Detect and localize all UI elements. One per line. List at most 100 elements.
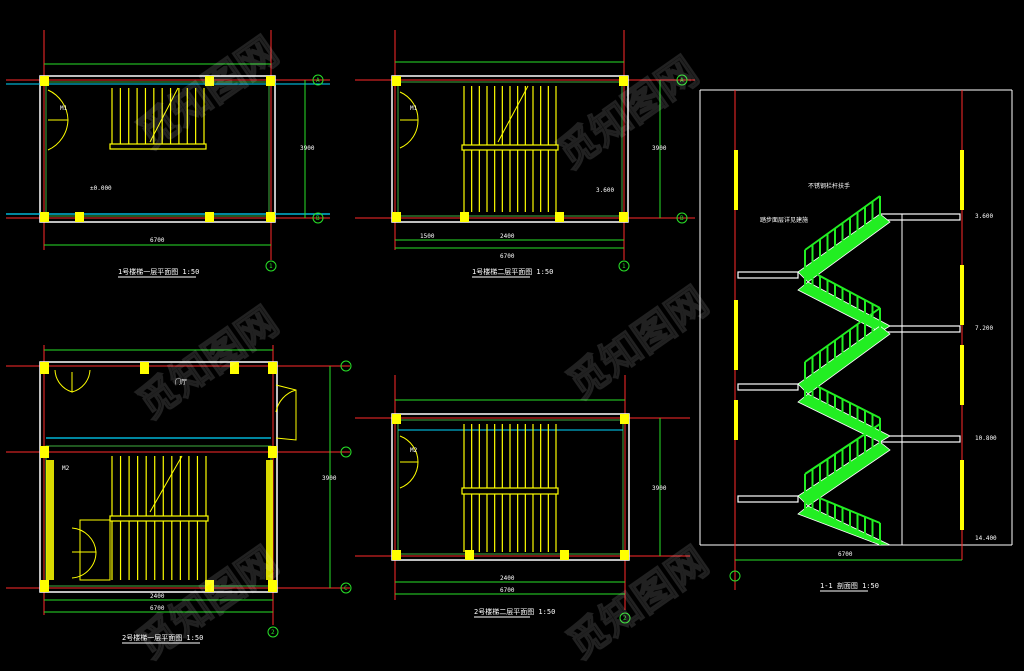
level-mark: 10.800 bbox=[975, 435, 997, 442]
door-code: M1 bbox=[60, 105, 68, 112]
door-swing bbox=[71, 527, 97, 579]
columns bbox=[40, 76, 275, 222]
axis-bubble bbox=[312, 74, 324, 86]
stair-landing bbox=[461, 144, 559, 151]
stair-landing bbox=[461, 487, 559, 495]
axis-bubble bbox=[618, 260, 630, 272]
side-dimension: 3900 bbox=[300, 145, 315, 152]
axis-bubble bbox=[340, 360, 352, 372]
door-code: M2 bbox=[62, 465, 70, 472]
elevation-mark: 3.600 bbox=[596, 187, 614, 194]
run-dimension: 2400 bbox=[500, 233, 515, 240]
run-dimension: 2400 bbox=[500, 575, 515, 582]
stair-well bbox=[79, 519, 111, 581]
tread-note: 踏步面层详见建施 bbox=[760, 216, 808, 224]
overall-dimension: 6700 bbox=[500, 253, 515, 260]
stair-treads bbox=[463, 86, 557, 212]
stair-treads bbox=[463, 424, 557, 552]
rail-note: 不锈钢栏杆扶手 bbox=[808, 182, 850, 190]
landing-dimension: 1500 bbox=[420, 233, 435, 240]
axis-label: B bbox=[316, 215, 320, 222]
level-mark: 7.200 bbox=[975, 325, 993, 332]
door-swing bbox=[275, 384, 297, 441]
wall-outline bbox=[391, 75, 629, 223]
handrail bbox=[804, 195, 881, 251]
inner-wall-outline bbox=[397, 419, 624, 555]
stair-landing bbox=[109, 143, 207, 150]
overall-dimension: 6700 bbox=[150, 237, 165, 244]
axis-bubble bbox=[676, 212, 688, 224]
window-band bbox=[266, 460, 273, 580]
watermark: 觅知图网 bbox=[129, 539, 286, 668]
overall-dimension: 6700 bbox=[150, 605, 165, 612]
door-swing bbox=[54, 369, 91, 393]
inner-wall-outline bbox=[45, 81, 270, 217]
drawing-title: 2号楼梯二层平面图 1:50 bbox=[474, 607, 555, 616]
drawing-title: 1号楼梯二层平面图 1:50 bbox=[472, 267, 553, 276]
axis-label: 2 bbox=[271, 629, 275, 636]
side-dimension: 3900 bbox=[322, 475, 337, 482]
door-swing bbox=[399, 435, 419, 489]
wall-outline bbox=[391, 413, 630, 561]
axis-label: B bbox=[680, 215, 684, 222]
watermark: 觅知图网 bbox=[559, 279, 716, 408]
axis-bubble bbox=[312, 212, 324, 224]
overall-dimension: 6700 bbox=[500, 587, 515, 594]
stair-plan-4: 2400 6700 3900 M2 2 2号楼梯二层平面图 1:50 bbox=[355, 375, 690, 624]
axis-bubble bbox=[676, 74, 688, 86]
stair-plan-3: 2400 6700 3900 门厅 M2 C 2 2号楼梯一层平面图 1:50 bbox=[6, 345, 352, 644]
axis-bubble bbox=[340, 582, 352, 594]
handrail bbox=[804, 491, 881, 524]
break-line bbox=[149, 455, 183, 513]
axis-label: 1 bbox=[269, 263, 273, 270]
stair-treads bbox=[111, 88, 205, 144]
stair-plan-2: 2400 1500 6700 3900 M1 3.600 A B 1 1号楼梯二… bbox=[355, 30, 695, 278]
window-band bbox=[46, 460, 54, 580]
level-mark: 14.400 bbox=[975, 535, 997, 542]
columns bbox=[392, 414, 629, 560]
door-swing bbox=[399, 91, 419, 149]
watermark: 觅知图网 bbox=[559, 539, 716, 668]
axis-label: 2 bbox=[623, 615, 627, 622]
drawing-title: 1-1 剖面图 1:50 bbox=[820, 581, 879, 590]
axis-bubble bbox=[729, 570, 741, 582]
handrail bbox=[804, 423, 881, 475]
handrail bbox=[804, 379, 881, 419]
door-code: M1 bbox=[410, 105, 418, 112]
axis-bubble bbox=[265, 260, 277, 272]
break-line bbox=[497, 85, 529, 143]
axis-label: 1 bbox=[622, 263, 626, 270]
room-label: 门厅 bbox=[175, 378, 187, 386]
stair-flights bbox=[797, 195, 891, 546]
columns bbox=[40, 362, 277, 592]
stair-treads bbox=[111, 456, 207, 580]
drawing-title: 2号楼梯一层平面图 1:50 bbox=[122, 633, 203, 642]
stair-section: 6700 3.600 7.200 10.800 14.400 不锈钢栏杆扶手 踏… bbox=[699, 89, 1013, 592]
axis-bubble bbox=[619, 612, 631, 624]
watermarks: 觅知图网 觅知图网 觅知图网 觅知图网 觅知图网 觅知图网 bbox=[129, 28, 718, 669]
wall-windows bbox=[734, 150, 964, 530]
handrail bbox=[804, 267, 881, 309]
overall-dimension: 6700 bbox=[838, 551, 853, 558]
watermark: 觅知图网 bbox=[129, 29, 286, 158]
handrail bbox=[804, 307, 881, 363]
break-line bbox=[149, 87, 179, 143]
side-dimension: 3900 bbox=[652, 485, 667, 492]
inner-wall-outline bbox=[397, 81, 623, 217]
elevation-mark: ±0.000 bbox=[90, 185, 112, 192]
axis-label: A bbox=[680, 77, 684, 84]
drawing-title: 1号楼梯一层平面图 1:50 bbox=[118, 267, 199, 276]
axis-bubble bbox=[340, 446, 352, 458]
run-dimension: 2400 bbox=[150, 593, 165, 600]
wall-outline bbox=[39, 361, 278, 593]
axis-bubble bbox=[267, 626, 279, 638]
watermark: 觅知图网 bbox=[129, 299, 286, 428]
columns bbox=[392, 76, 628, 222]
door-swing bbox=[47, 89, 69, 151]
side-dimension: 3900 bbox=[652, 145, 667, 152]
level-mark: 3.600 bbox=[975, 213, 993, 220]
door-code: M2 bbox=[410, 447, 418, 454]
stair-landing bbox=[109, 515, 209, 522]
stair-plan-1: 6700 3900 M1 ±0.000 A B 1 1号楼梯一层平面图 1:50 bbox=[6, 30, 330, 278]
